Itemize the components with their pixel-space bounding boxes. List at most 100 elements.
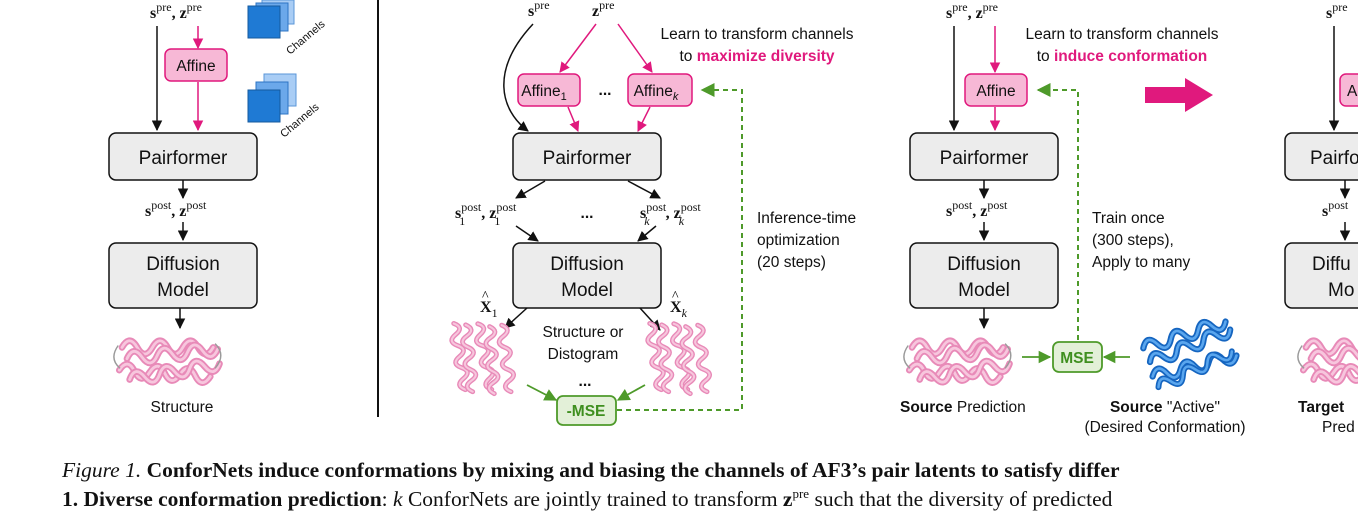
structure-or-label: Structure or bbox=[543, 324, 624, 341]
mse-box bbox=[1052, 341, 1103, 373]
channels-icon-1: Channels bbox=[247, 0, 328, 57]
diffusion-label-d-1: Diffu bbox=[1312, 254, 1351, 275]
post-dots-b: ... bbox=[581, 205, 594, 222]
caption-colon: : bbox=[381, 487, 394, 512]
pairformer-label-b: Pairformer bbox=[543, 148, 632, 169]
train-label-1: Train once bbox=[1092, 210, 1165, 227]
diffusion-label-a-2: Model bbox=[157, 280, 209, 301]
figure-caption-line-1: Figure 1. ConforNets induce conformation… bbox=[62, 458, 1120, 483]
xk-hat-mark: ^ bbox=[672, 289, 679, 304]
panel-b-diverse: spre zpre Learn to transform channels to… bbox=[449, 0, 856, 426]
label-x1-hat-b: X1 bbox=[480, 299, 498, 320]
caption-sup: pre bbox=[792, 486, 810, 501]
structure-image-bk bbox=[645, 323, 712, 394]
arrow-diffusion-to-x1-b bbox=[504, 307, 528, 329]
panel-d-target: spre A Pairfo spost Diffu Mo Target Pred bbox=[1284, 0, 1358, 436]
diffusion-label-b-1: Diffusion bbox=[550, 254, 624, 275]
panel-c-induce: spre, zpre Learn to transform channels t… bbox=[900, 0, 1246, 436]
affinek-label-b: Affinek bbox=[634, 83, 679, 103]
figure-caption-line-2: 1. Diverse conformation prediction: k Co… bbox=[62, 486, 1112, 512]
diffusion-label-c-2: Model bbox=[958, 280, 1010, 301]
big-arrow-icon bbox=[1145, 78, 1213, 112]
source-prediction-label: Source Prediction bbox=[900, 399, 1026, 416]
pairformer-label-a: Pairformer bbox=[139, 148, 228, 169]
learn-label-c-1: Learn to transform channels bbox=[1026, 26, 1219, 43]
pairformer-box-d bbox=[1284, 132, 1358, 181]
affine-label-c: Affine bbox=[976, 83, 1015, 100]
label-s-pre-d: spre bbox=[1326, 0, 1348, 22]
diffusion-label-d-2: Mo bbox=[1328, 280, 1354, 301]
distogram-label: Distogram bbox=[548, 346, 619, 363]
label-z-pre-b: zpre bbox=[592, 0, 614, 20]
label-s-post-z-post-c: spost, zpost bbox=[946, 198, 1008, 220]
inference-label-2: optimization bbox=[757, 232, 840, 249]
caption-title: ConforNets induce conformations by mixin… bbox=[146, 458, 1120, 482]
pairformer-label-d: Pairfo bbox=[1310, 148, 1358, 169]
caption-z: z bbox=[782, 487, 793, 512]
arrow-z-to-affine1-b bbox=[559, 23, 597, 73]
learn-label-c-2: to induce conformation bbox=[1037, 48, 1208, 65]
figure-label: Figure 1. bbox=[62, 458, 142, 482]
pairformer-box-b bbox=[512, 132, 662, 181]
structure-dots-b: ... bbox=[579, 373, 592, 390]
pairformer-label-c: Pairformer bbox=[940, 148, 1029, 169]
arrow-affine1-to-pairformer-b bbox=[567, 106, 580, 132]
inference-label-1: Inference-time bbox=[757, 210, 856, 227]
label-s-post-d: spost bbox=[1322, 198, 1349, 220]
target-label: Target bbox=[1298, 399, 1344, 416]
arrow-post1-to-diffusion-b bbox=[515, 225, 539, 242]
source-active-label: Source "Active" bbox=[1110, 399, 1220, 416]
arrow-pairformer-to-post1-b bbox=[515, 180, 546, 199]
label-s-pre-b: spre bbox=[528, 0, 550, 20]
label-s-pre-z-pre-a: spre, zpre bbox=[150, 0, 202, 22]
train-label-2: (300 steps), bbox=[1092, 232, 1174, 249]
arrow-z-to-affinek-b bbox=[617, 23, 653, 73]
arrow-affinek-to-pairformer-b bbox=[637, 106, 651, 132]
affine-dots-b: ... bbox=[599, 82, 612, 99]
diffusion-label-a-1: Diffusion bbox=[146, 254, 220, 275]
affine-label-a: Affine bbox=[176, 58, 215, 75]
structure-image-b1 bbox=[449, 323, 516, 394]
structure-image-a bbox=[114, 341, 221, 386]
arrow-x1-to-mse-b bbox=[526, 384, 558, 401]
caption-k: k bbox=[393, 487, 403, 512]
arrow-s-curve-b bbox=[503, 23, 534, 132]
neg-mse-label: -MSE bbox=[567, 403, 606, 420]
affine-label-d: A bbox=[1347, 83, 1358, 100]
neg-mse-box bbox=[556, 395, 617, 426]
caption-end: such that the diversity of predicted bbox=[809, 487, 1113, 512]
affine-box-d bbox=[1339, 73, 1358, 107]
diffusion-box-d bbox=[1284, 242, 1358, 309]
structure-label-a: Structure bbox=[151, 399, 214, 416]
train-label-3: Apply to many bbox=[1092, 254, 1190, 271]
inference-label-3: (20 steps) bbox=[757, 254, 826, 271]
arrow-postk-to-diffusion-b bbox=[637, 225, 657, 242]
affinek-box-b bbox=[627, 73, 693, 107]
source-prediction-image bbox=[904, 341, 1011, 386]
label-s-pre-z-pre-c: spre, zpre bbox=[946, 0, 998, 22]
affine-box-c bbox=[964, 73, 1028, 107]
feedback-loop-c bbox=[1036, 83, 1079, 340]
label-s-post-z-post-a: spost, zpost bbox=[145, 198, 207, 220]
conformets-diagram: spre, zpre Affine Channels Channels Pair… bbox=[108, 0, 1358, 436]
affine-box-a bbox=[164, 48, 228, 82]
arrow-xk-to-mse-b bbox=[616, 384, 646, 401]
arrow-pairformer-to-postk-b bbox=[627, 180, 661, 199]
affine1-label-b: Affine1 bbox=[521, 83, 566, 103]
learn-label-b-1: Learn to transform channels bbox=[661, 26, 854, 43]
diffusion-box-b bbox=[512, 242, 662, 309]
affine1-box-b bbox=[517, 73, 581, 107]
target-pred-label: Pred bbox=[1322, 419, 1355, 436]
channels-icon-2: Channels bbox=[247, 73, 322, 140]
diffusion-label-b-2: Model bbox=[561, 280, 613, 301]
caption-item-title: 1. Diverse conformation prediction bbox=[62, 487, 382, 512]
x1-hat-mark: ^ bbox=[482, 289, 489, 304]
mse-label: MSE bbox=[1060, 350, 1094, 367]
caption-mid: ConforNets are jointly trained to transf… bbox=[402, 487, 783, 512]
target-prediction-image bbox=[1298, 341, 1358, 386]
source-active-image bbox=[1141, 316, 1238, 393]
panel-a-base: spre, zpre Affine Channels Channels Pair… bbox=[108, 0, 328, 416]
diffusion-label-c-1: Diffusion bbox=[947, 254, 1021, 275]
